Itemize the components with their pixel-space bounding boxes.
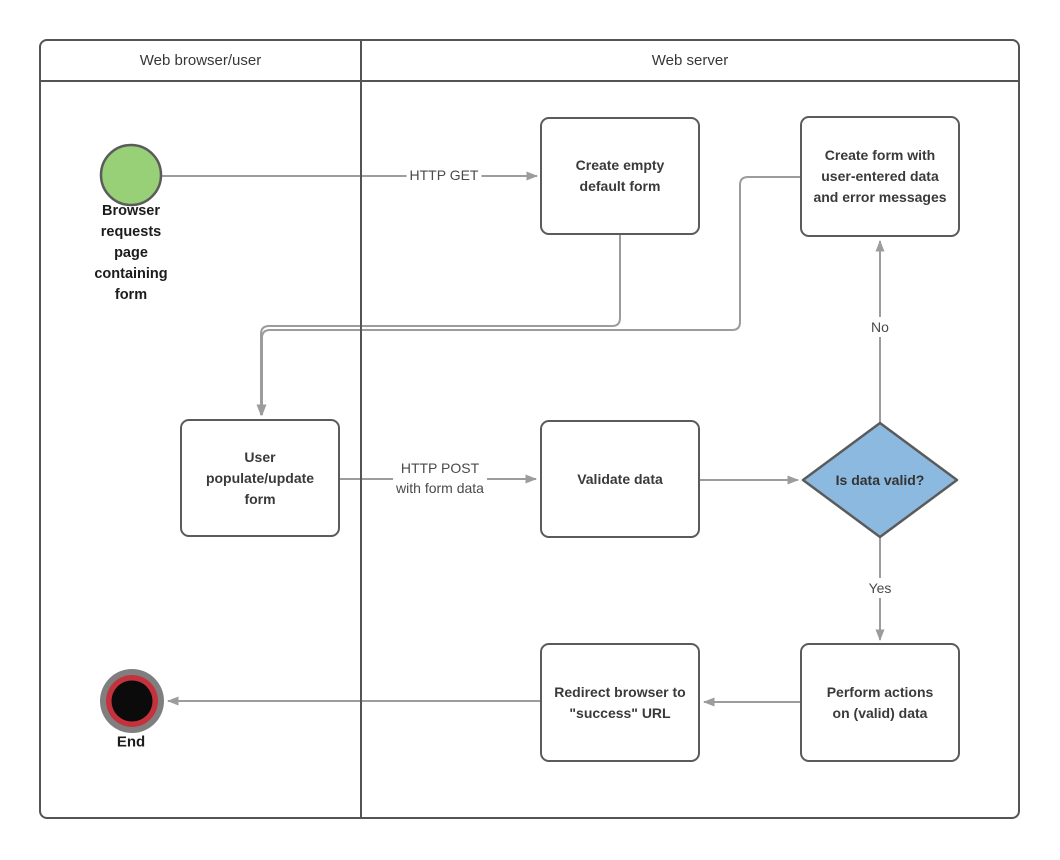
node-label: Perform actions on (valid) data — [826, 683, 934, 721]
node-label: Redirect browser to "success" URL — [554, 683, 686, 721]
edge-label-yes: Yes — [865, 578, 895, 598]
edge-label-http-post-line1: HTTP POST — [400, 460, 480, 476]
end-node-core — [111, 680, 153, 722]
edge-label-http-post: HTTP POST with form data — [393, 458, 487, 498]
lane-title-web-browser: Web browser/user — [139, 52, 262, 69]
node-redirect-browser: Redirect browser to "success" URL — [540, 643, 700, 762]
edge-error-form-to-user-populate — [257, 176, 800, 416]
decision-label: Is data valid? — [835, 472, 925, 488]
node-create-error-form: Create form with user-entered data and e… — [800, 116, 960, 237]
node-user-populate-form: User populate/update form — [180, 419, 340, 537]
edge-label-http-get: HTTP GET — [406, 165, 482, 185]
start-node — [99, 143, 163, 207]
node-create-empty-form: Create empty default form — [540, 117, 700, 235]
node-perform-actions: Perform actions on (valid) data — [800, 643, 960, 762]
end-node — [100, 669, 164, 733]
pool-frame — [39, 39, 1020, 819]
edge-label-no: No — [868, 317, 892, 337]
start-node-caption: Browser requests page containing form — [94, 203, 168, 303]
node-label: User populate/update form — [205, 448, 315, 507]
edge-create-empty-to-user-populate — [256, 235, 621, 416]
decision-diamond — [801, 421, 959, 539]
edge-label-http-post-line2: with form data — [396, 480, 484, 496]
lane-title-web-server: Web server — [651, 52, 729, 69]
node-label: Create form with user-entered data and e… — [813, 147, 947, 205]
node-validate-data: Validate data — [540, 420, 700, 538]
node-label: Validate data — [577, 470, 663, 487]
end-node-caption: End — [116, 733, 146, 751]
node-label: Create empty default form — [575, 157, 665, 194]
